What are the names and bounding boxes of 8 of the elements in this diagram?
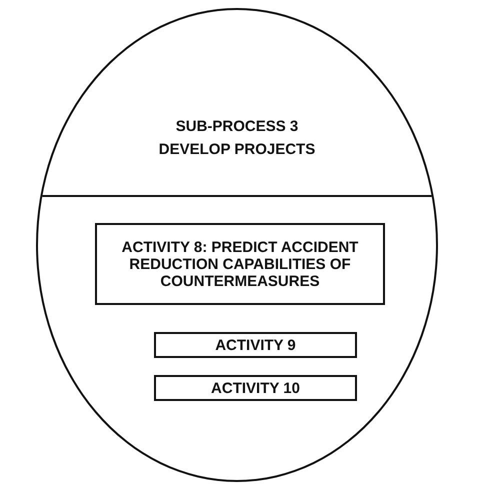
activity-box [154,375,357,401]
activity-box [95,223,385,305]
activity-label: ACTIVITY 10 [211,380,300,396]
activity-label: ACTIVITY 9 [215,336,296,354]
heading: SUB-PROCESS 3 DEVELOP PROJECTS [158,117,316,160]
activity-box [154,332,357,358]
activity-label: ACTIVITY 8: PREDICT ACCIDENT REDUCTION CAPABILITIES OF COUNTERMEASURES [120,238,360,290]
circle-shape [36,8,438,482]
